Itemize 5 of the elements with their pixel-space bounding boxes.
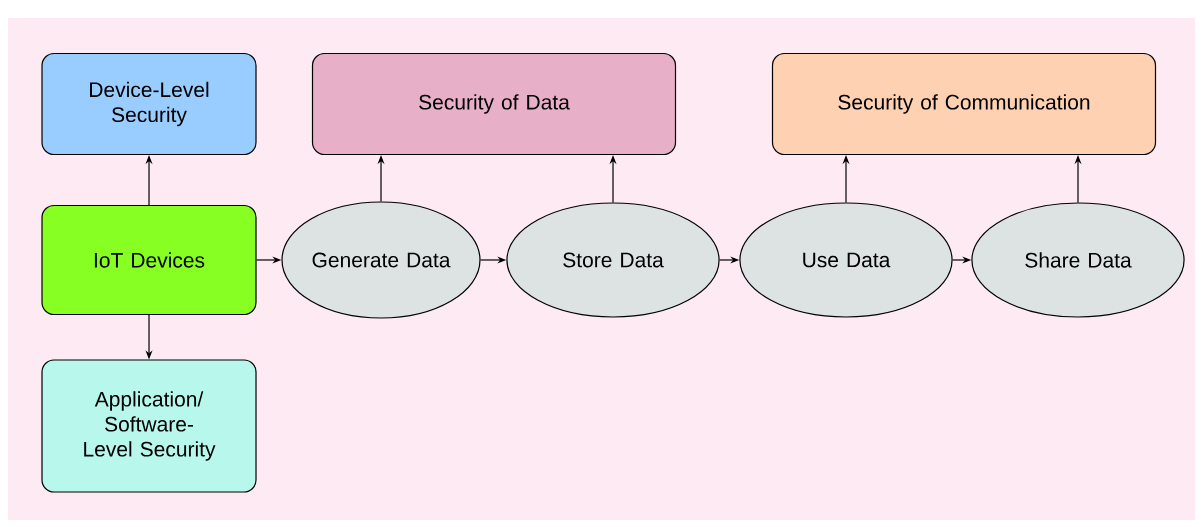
- category-box: Device-Level Security: [41, 52, 257, 156]
- category-box: Security of Data: [311, 52, 677, 156]
- category-box: Application/ Software-Level Security: [41, 359, 257, 493]
- category-box: Security of Communication: [771, 52, 1157, 156]
- category-box: IoT Devices: [41, 204, 257, 316]
